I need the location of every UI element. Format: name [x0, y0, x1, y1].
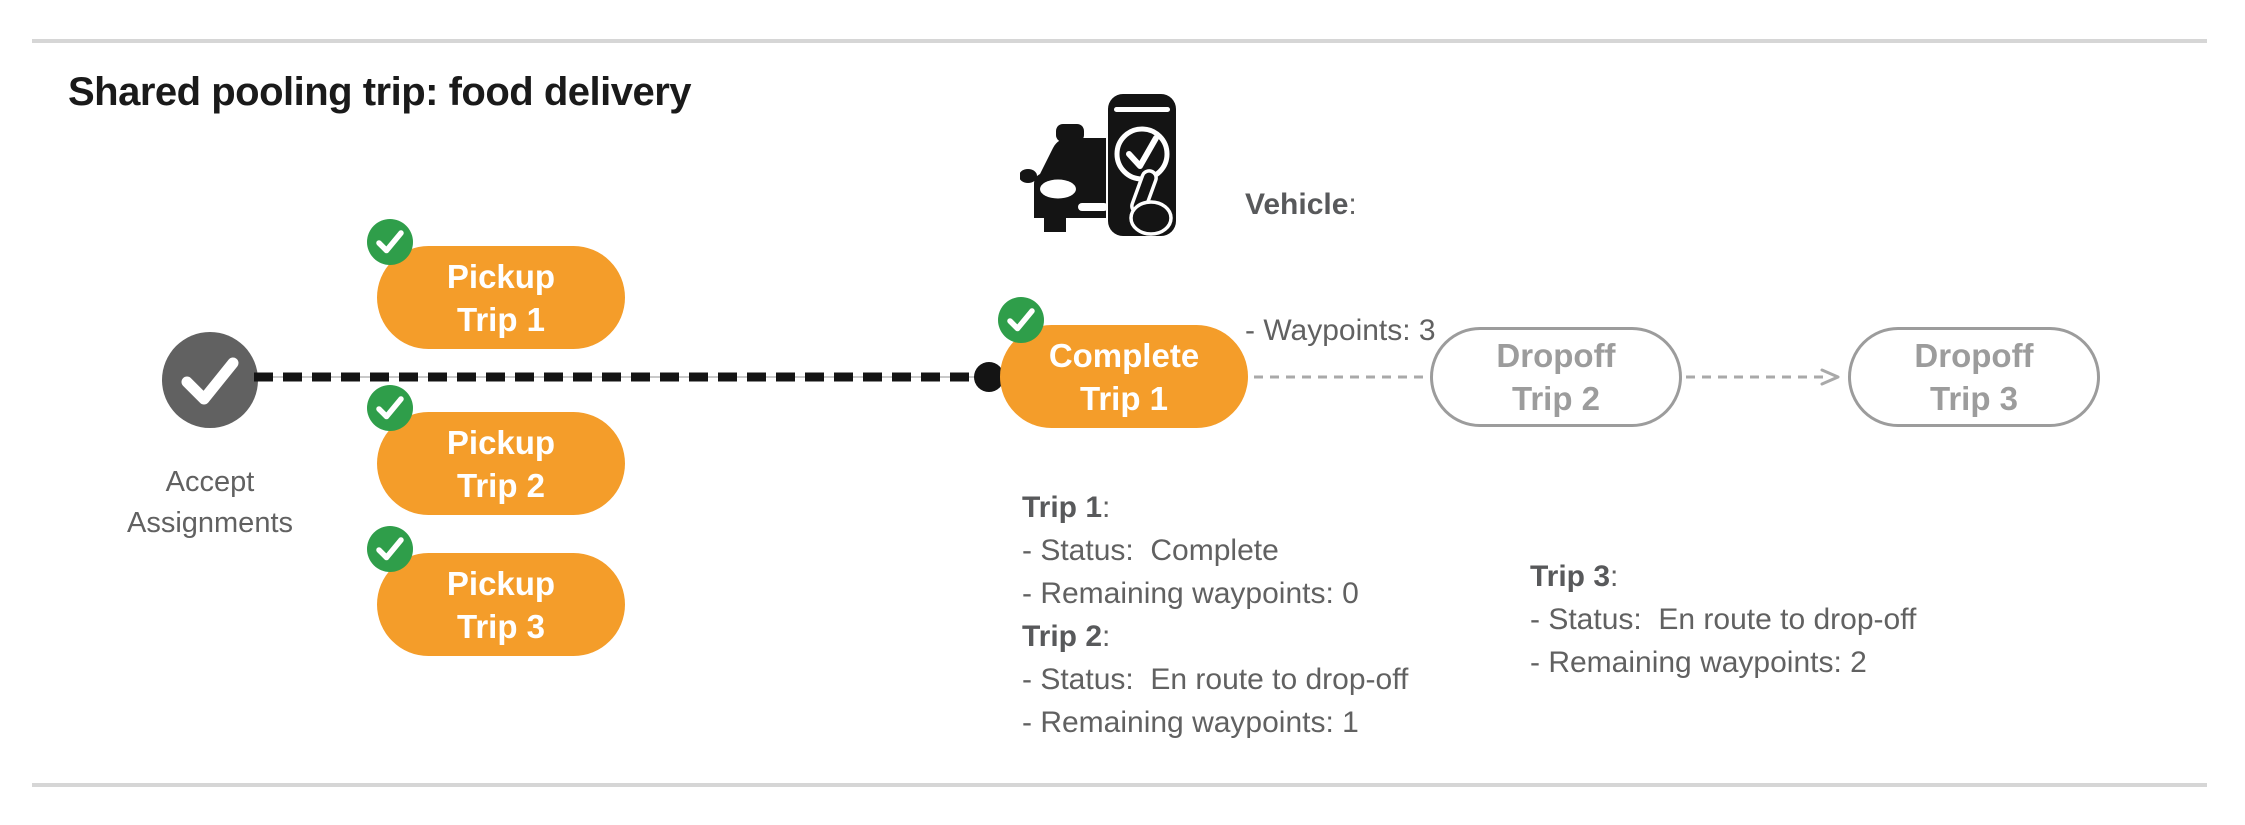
trip-1-status: - Status: Complete [1022, 534, 1279, 567]
pickup-3-line1: Pickup [446, 564, 556, 602]
check-icon [376, 230, 404, 254]
trip-3-heading: Trip 3: [1530, 555, 1916, 598]
pickup-3-line2: Trip 3 [456, 607, 546, 645]
vehicle-waypoints: - Waypoints: 3 [1245, 314, 1436, 347]
route-dashed-line [254, 372, 976, 382]
vehicle-info: Vehicle: - Waypoints: 3 [1245, 100, 1436, 436]
complete-line2: Trip 1 [1079, 379, 1169, 417]
trip-1-waypoints: - Remaining waypoints: 0 [1022, 577, 1359, 610]
trip-2-heading: Trip 2: [1022, 615, 1408, 658]
trip-2-waypoints: - Remaining waypoints: 1 [1022, 706, 1359, 739]
accept-label-line1: Accept [165, 466, 255, 498]
check-icon [181, 357, 239, 405]
car-phone-check-icon [1020, 94, 1176, 236]
check-icon [1007, 308, 1035, 332]
complete-line1: Complete [1048, 336, 1200, 374]
current-position-dot [974, 362, 1004, 392]
pickup-trip-2-node: Pickup Trip 2 [377, 412, 625, 515]
check-icon [376, 396, 404, 420]
vehicle-label-colon: : [1348, 188, 1357, 221]
vehicle-label: Vehicle [1245, 188, 1349, 221]
arrowhead-icon [1820, 368, 1840, 386]
dropoff-2-line2: Trip 2 [1511, 380, 1601, 417]
trip-1-label: Trip 1 [1022, 491, 1103, 524]
trip-3-label: Trip 3 [1530, 560, 1611, 593]
vehicle-label-line: Vehicle: [1245, 184, 1436, 226]
dropoff-3-line2: Trip 3 [1929, 380, 2019, 417]
accept-assignments-node [162, 332, 258, 428]
dropoff-trip-2-node: Dropoff Trip 2 [1430, 327, 1682, 427]
accept-label-line2: Assignments [126, 507, 293, 539]
complete-trip-1-node: Complete Trip 1 [1000, 325, 1248, 428]
pickup-1-line2: Trip 1 [456, 300, 546, 338]
check-badge [367, 526, 413, 572]
pickup-trip-3-node: Pickup Trip 3 [377, 553, 625, 656]
trip-1-colon: : [1102, 491, 1111, 524]
trip-2-status: - Status: En route to drop-off [1022, 663, 1409, 696]
pickup-trip-1-node: Pickup Trip 1 [377, 246, 625, 349]
bottom-divider [32, 783, 2207, 787]
trip-3-status: - Status: En route to drop-off [1530, 603, 1917, 636]
trip-status-block-2: Trip 3: - Status: En route to drop-off -… [1530, 555, 1916, 684]
pickup-1-line1: Pickup [446, 257, 556, 295]
top-divider [32, 39, 2207, 43]
dropoff-trip-3-node: Dropoff Trip 3 [1848, 327, 2100, 427]
check-icon [376, 537, 404, 561]
trip-status-block-1: Trip 1: - Status: Complete - Remaining w… [1022, 486, 1408, 744]
trip-2-label: Trip 2 [1022, 620, 1103, 653]
check-badge [367, 219, 413, 265]
trip-3-colon: : [1610, 560, 1619, 593]
accept-assignments-label: Accept Assignments [35, 462, 385, 544]
dashed-connector [1254, 375, 1426, 379]
trip-2-colon: : [1102, 620, 1111, 653]
trip-3-waypoints: - Remaining waypoints: 2 [1530, 646, 1867, 679]
check-badge [998, 297, 1044, 343]
dropoff-3-line1: Dropoff [1914, 337, 2034, 374]
dropoff-2-line1: Dropoff [1496, 337, 1616, 374]
trip-1-heading: Trip 1: [1022, 486, 1408, 529]
page-title: Shared pooling trip: food delivery [68, 70, 692, 114]
pickup-2-line1: Pickup [446, 423, 556, 461]
pickup-2-line2: Trip 2 [456, 466, 546, 504]
check-badge [367, 385, 413, 431]
dashed-arrow-connector [1686, 368, 1840, 386]
